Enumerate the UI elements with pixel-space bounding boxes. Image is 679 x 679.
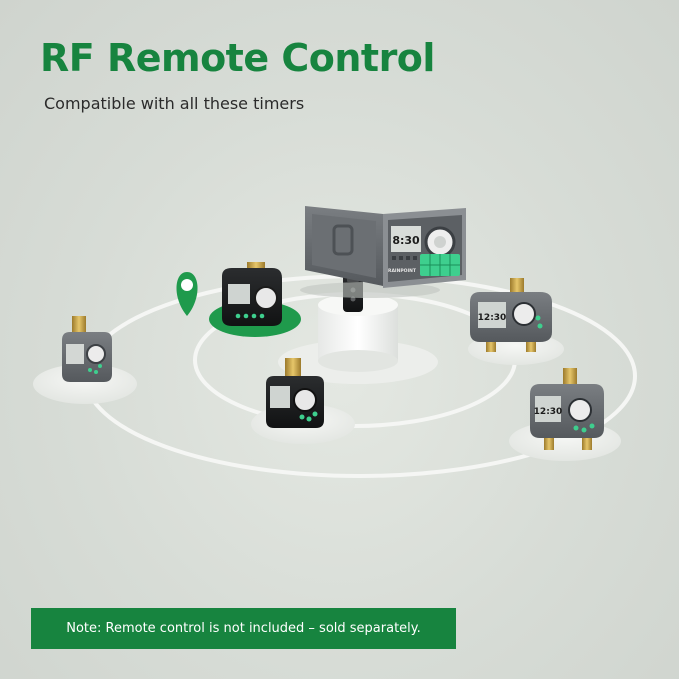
timer-black-on-green-disc (209, 262, 301, 337)
irrigation-controller: 8:30 RAINPOINT (300, 206, 466, 298)
controller-lcd-time: 8:30 (392, 234, 420, 247)
page-title: RF Remote Control (40, 36, 435, 80)
timer-grey-left (33, 316, 137, 404)
timer-dual-right-top: 12:30 (468, 278, 564, 365)
timer-dual-right-bottom: 12:30 (509, 368, 621, 461)
timer-black-center (251, 358, 355, 444)
location-pin-icon (176, 272, 198, 316)
controller-brand-label: RAINPOINT (388, 268, 417, 274)
timer-right-bottom-lcd: 12:30 (534, 407, 563, 417)
footer-note: Note: Remote control is not included – s… (31, 608, 456, 649)
page-subtitle: Compatible with all these timers (44, 94, 305, 113)
timer-right-top-lcd: 12:30 (478, 313, 507, 323)
